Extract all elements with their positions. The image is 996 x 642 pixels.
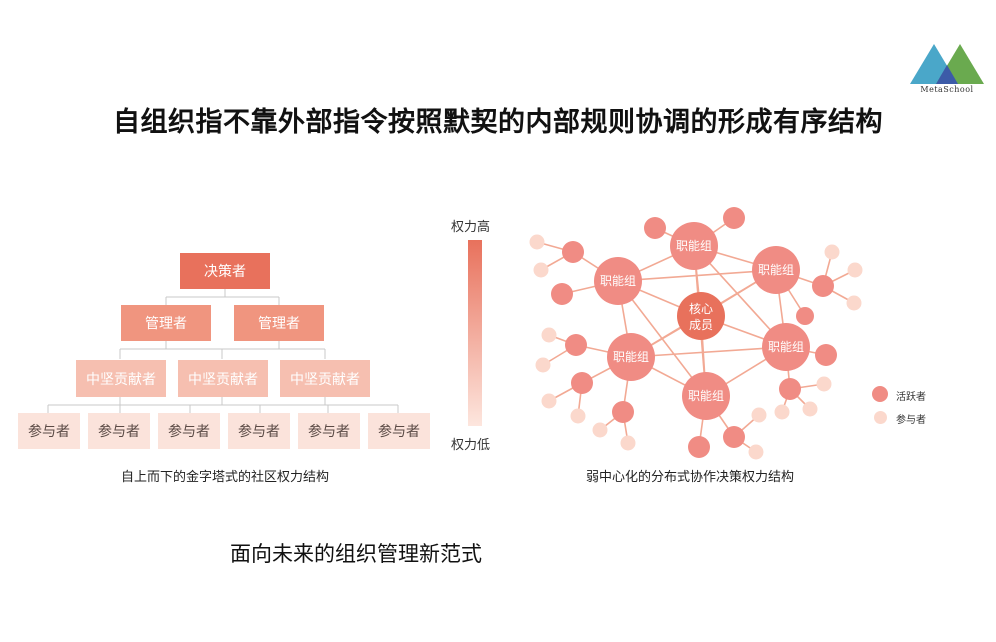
- active-node: [551, 283, 573, 305]
- participant-node: [535, 357, 551, 373]
- power-low-label: 权力低: [451, 438, 491, 453]
- mountain-logo-icon: [910, 44, 984, 84]
- participant-label: 参与者: [168, 424, 210, 440]
- function-group-node: [670, 222, 718, 270]
- participant-box: 参与者: [228, 413, 290, 449]
- participant-node: [824, 244, 840, 260]
- participant-box: 参与者: [298, 413, 360, 449]
- manager-label: 管理者: [145, 316, 187, 332]
- function-group-node: [594, 257, 642, 305]
- participant-box: 参与者: [368, 413, 430, 449]
- core-contributor-label: 中坚贡献者: [86, 371, 156, 388]
- decision-maker-box: 决策者: [180, 253, 270, 289]
- power-high-label: 权力高: [451, 220, 491, 235]
- active-node: [779, 378, 801, 400]
- legend-participant-dot: [874, 411, 887, 424]
- participant-label: 参与者: [378, 424, 420, 440]
- participant-node: [847, 262, 863, 278]
- function-group-node: [682, 372, 730, 420]
- active-node: [565, 334, 587, 356]
- participant-node: [748, 444, 764, 460]
- participant-node: [620, 435, 636, 451]
- active-node: [723, 207, 745, 229]
- participant-node: [541, 327, 557, 343]
- participant-label: 参与者: [28, 424, 70, 440]
- participant-box: 参与者: [158, 413, 220, 449]
- core-contributor-box: 中坚贡献者: [178, 360, 268, 397]
- function-group-node: [762, 323, 810, 371]
- function-group-label: 职能组: [688, 389, 724, 403]
- power-gradient-bar: [468, 240, 482, 426]
- active-node: [812, 275, 834, 297]
- group-cross-link: [630, 346, 787, 358]
- function-group-label: 职能组: [758, 263, 794, 277]
- function-group-label: 职能组: [676, 239, 712, 253]
- active-node: [815, 344, 837, 366]
- legend-participant-label: 参与者: [896, 415, 926, 426]
- participant-node: [529, 234, 545, 250]
- legend-active-label: 活跃者: [896, 392, 926, 403]
- active-node: [688, 436, 710, 458]
- core-contributor-label: 中坚贡献者: [290, 371, 360, 388]
- network-caption: 弱中心化的分布式协作决策权力结构: [585, 470, 794, 485]
- participant-node: [846, 295, 862, 311]
- function-group-label: 职能组: [613, 350, 649, 364]
- participant-label: 参与者: [238, 424, 280, 440]
- core-contributor-label: 中坚贡献者: [188, 371, 258, 388]
- core-contributor-box: 中坚贡献者: [280, 360, 370, 397]
- participant-label: 参与者: [308, 424, 350, 440]
- metaschool-logo: MetaSchool: [908, 40, 984, 96]
- active-node: [571, 372, 593, 394]
- page-title: 自组织指不靠外部指令按照默契的内部规则协调的形成有序结构: [113, 107, 883, 138]
- participant-node: [541, 393, 557, 409]
- participant-node: [533, 262, 549, 278]
- core-member-node: [677, 292, 725, 340]
- manager-box: 管理者: [234, 305, 324, 341]
- function-group-label: 职能组: [768, 340, 804, 354]
- manager-box: 管理者: [121, 305, 211, 341]
- participant-node: [816, 376, 832, 392]
- subtitle: 面向未来的组织管理新范式: [230, 542, 482, 566]
- function-group-label: 职能组: [600, 274, 636, 288]
- active-node: [723, 426, 745, 448]
- hierarchy-caption: 自上而下的金字塔式的社区权力结构: [120, 470, 329, 485]
- participant-node: [774, 404, 790, 420]
- function-group-node: [752, 246, 800, 294]
- manager-label: 管理者: [258, 316, 300, 332]
- active-node: [796, 307, 814, 325]
- participant-label: 参与者: [98, 424, 140, 440]
- decision-maker-label: 决策者: [204, 264, 246, 280]
- active-node: [644, 217, 666, 239]
- participant-node: [802, 401, 818, 417]
- core-contributor-box: 中坚贡献者: [76, 360, 166, 397]
- participant-box: 参与者: [88, 413, 150, 449]
- function-group-node: [607, 333, 655, 381]
- active-node: [562, 241, 584, 263]
- participant-node: [751, 407, 767, 423]
- active-node: [612, 401, 634, 423]
- participant-node: [570, 408, 586, 424]
- core-member-label: 成员: [689, 318, 713, 332]
- participant-box: 参与者: [18, 413, 80, 449]
- core-member-label: 核心: [689, 302, 713, 316]
- legend-active-dot: [872, 386, 888, 402]
- logo-text: MetaSchool: [920, 85, 974, 94]
- participant-node: [592, 422, 608, 438]
